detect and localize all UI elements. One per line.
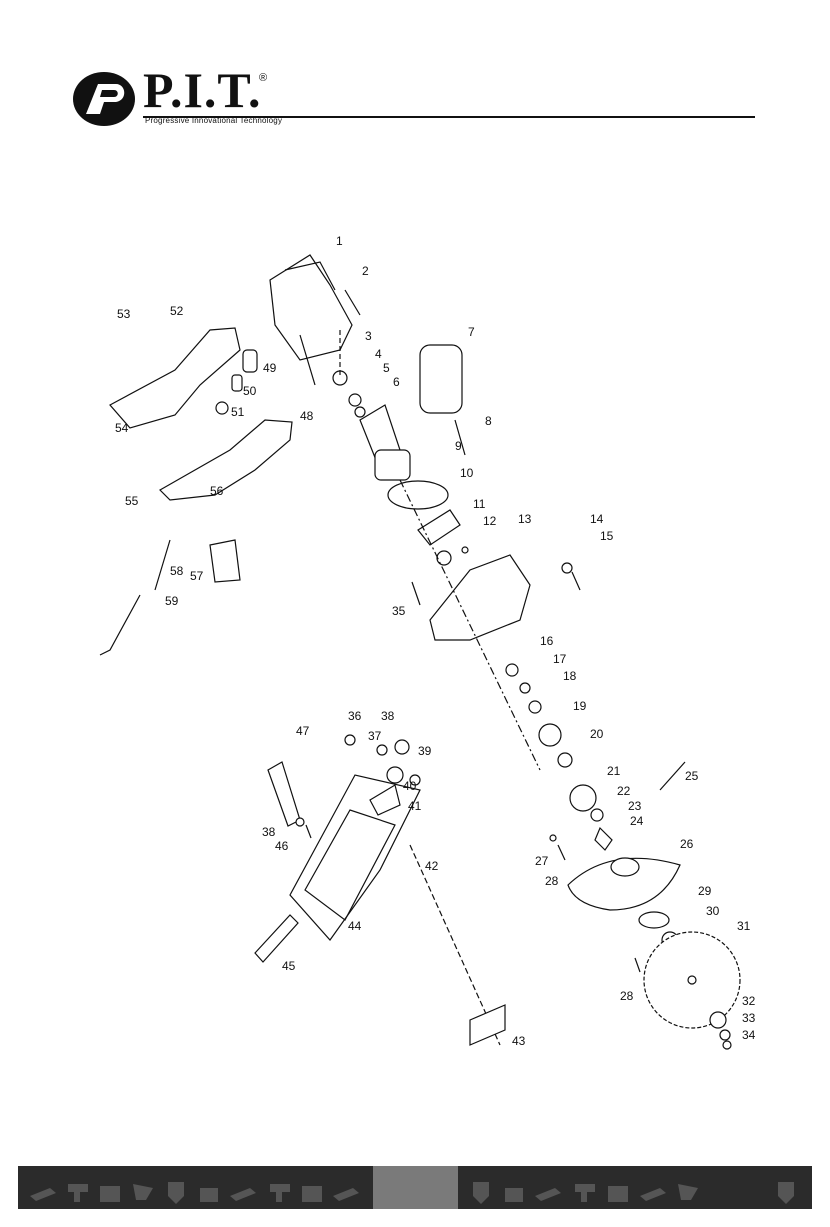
part-label: 32 — [742, 994, 756, 1008]
handle-half-bottom — [159, 419, 293, 501]
grinder-icon — [230, 1188, 256, 1201]
tool-icons-strip — [30, 1182, 794, 1204]
part-label: 39 — [418, 744, 432, 758]
part-label: 11 — [473, 497, 486, 511]
part-label: 12 — [483, 514, 497, 528]
part-label: 22 — [617, 784, 631, 798]
pit-logo-icon — [73, 72, 135, 126]
part-label: 20 — [590, 727, 604, 741]
part-number-labels: 1 2 3 4 5 6 7 8 9 10 11 12 13 14 15 16 1… — [115, 234, 756, 1048]
part-label: 53 — [117, 307, 131, 321]
part-label: 41 — [408, 799, 422, 813]
part-label: 30 — [706, 904, 720, 918]
part-label: 55 — [125, 494, 139, 508]
mixer-icon — [473, 1182, 489, 1204]
blade-guard — [567, 857, 681, 911]
part-label: 6 — [393, 375, 400, 389]
brand-name: P.I.T. — [143, 62, 262, 118]
part-label: 29 — [698, 884, 712, 898]
part-label: 40 — [403, 779, 417, 793]
part-label: 48 — [300, 409, 314, 423]
sander-icon — [505, 1188, 523, 1202]
part-label: 9 — [455, 439, 462, 453]
part-label: 35 — [392, 604, 406, 618]
part-label: 26 — [680, 837, 694, 851]
part-label: 5 — [383, 361, 390, 375]
saw-icon — [100, 1186, 120, 1202]
motor-housing — [269, 254, 353, 361]
part-label: 42 — [425, 859, 439, 873]
page-header: P.I.T. ® Progressive Innovational Techno… — [0, 0, 830, 140]
part-label: 24 — [630, 814, 644, 828]
gear-housing — [429, 554, 531, 641]
part-label: 58 — [170, 564, 184, 578]
part-label: 36 — [348, 709, 362, 723]
part-label: 27 — [535, 854, 549, 868]
part-label: 4 — [375, 347, 382, 361]
part-label: 18 — [563, 669, 577, 683]
part-label: 54 — [115, 421, 129, 435]
part-label: 19 — [573, 699, 587, 713]
base-plate — [289, 774, 421, 941]
part-label: 8 — [485, 414, 492, 428]
part-label: 49 — [263, 361, 277, 375]
part-label: 51 — [231, 405, 245, 419]
part-label: 10 — [460, 466, 474, 480]
part-label: 16 — [540, 634, 554, 648]
stator — [419, 344, 463, 414]
part-label: 15 — [600, 529, 614, 543]
part-label: 34 — [742, 1028, 756, 1042]
part-label: 7 — [468, 325, 475, 339]
grinder-icon — [640, 1188, 666, 1201]
part-label: 14 — [590, 512, 604, 526]
part-label: 33 — [742, 1011, 756, 1025]
part-label: 1 — [336, 234, 343, 248]
part-label: 31 — [737, 919, 751, 933]
drill-icon — [575, 1184, 595, 1202]
part-label: 59 — [165, 594, 179, 608]
part-label: 57 — [190, 569, 204, 583]
sander-icon — [200, 1188, 218, 1202]
part-label: 23 — [628, 799, 642, 813]
drill-icon — [68, 1184, 88, 1202]
part-label: 47 — [296, 724, 310, 738]
jigsaw-icon — [678, 1184, 698, 1200]
mixer-icon — [778, 1182, 794, 1204]
part-label: 25 — [685, 769, 699, 783]
exploded-parts-diagram: 1 2 3 4 5 6 7 8 9 10 11 12 13 14 15 16 1… — [99, 234, 756, 1050]
mixer-icon — [168, 1182, 184, 1204]
grinder-icon — [535, 1188, 561, 1201]
registered-mark: ® — [259, 72, 268, 84]
part-label: 46 — [275, 839, 289, 853]
part-label: 50 — [243, 384, 257, 398]
part-label: 44 — [348, 919, 362, 933]
part-label: 38 — [381, 709, 395, 723]
part-label: 2 — [362, 264, 369, 278]
brand-tagline: Progressive Innovational Technology — [145, 116, 283, 125]
grinder-icon — [30, 1188, 56, 1201]
part-label: 45 — [282, 959, 296, 973]
part-label: 13 — [518, 512, 532, 526]
handle-half-top — [109, 327, 241, 429]
saw-icon — [302, 1186, 322, 1202]
drill-icon — [270, 1184, 290, 1202]
part-label: 3 — [365, 329, 372, 343]
part-label: 17 — [553, 652, 567, 666]
header-rule — [143, 116, 755, 118]
footer-bar — [18, 1166, 812, 1209]
page-tab — [373, 1166, 458, 1209]
part-label: 28 — [545, 874, 559, 888]
part-label: 56 — [210, 484, 224, 498]
saw-icon — [608, 1186, 628, 1202]
part-label: 43 — [512, 1034, 526, 1048]
part-label: 37 — [368, 729, 382, 743]
part-label: 52 — [170, 304, 184, 318]
part-label: 21 — [607, 764, 621, 778]
part-label: 38 — [262, 825, 276, 839]
grinder-icon — [333, 1188, 359, 1201]
part-label: 28 — [620, 989, 634, 1003]
jigsaw-icon — [133, 1184, 153, 1200]
